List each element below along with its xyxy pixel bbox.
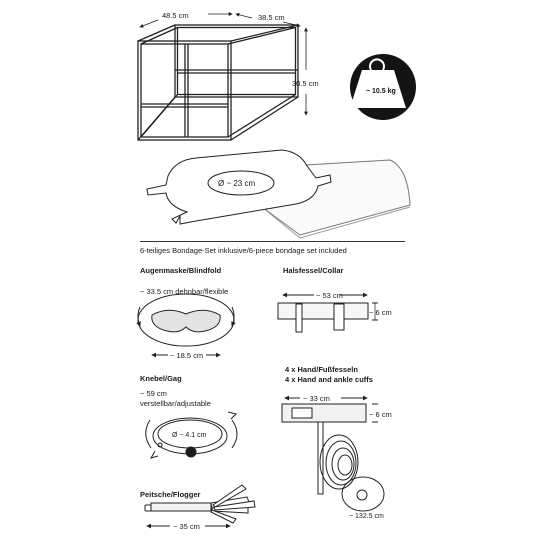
collar-length-label: ~ 53 cm xyxy=(316,291,343,300)
gag-ball-label: Ø ~ 4.1 cm xyxy=(172,432,207,439)
gag-adjust-label: verstellbar/adjustable xyxy=(140,399,211,408)
blindfold-title: Augenmaske/Blindfold xyxy=(140,266,222,275)
weight-icon xyxy=(350,54,416,120)
collar-title: Halsfessel/Collar xyxy=(283,266,344,275)
frame-dimension-lines xyxy=(139,12,308,116)
blindfold-width-label: ~ 18.5 cm xyxy=(170,351,204,360)
section-divider xyxy=(140,241,405,242)
cuffs-title-en: 4 x Hand and ankle cuffs xyxy=(285,375,373,384)
mat-drawing xyxy=(146,149,411,239)
gag-length-label: ~ 59 cm xyxy=(140,389,167,398)
gag-drawing xyxy=(145,411,238,459)
collar-height-label: ~ 6 cm xyxy=(369,308,392,317)
cuffs-height-label: ~ 6 cm xyxy=(369,410,392,419)
frame-depth-label: 38.5 cm xyxy=(258,13,285,22)
cuffs-title-de: 4 x Hand/Fußfesseln xyxy=(285,365,358,374)
frame-height-label: 30.5 cm xyxy=(292,79,319,88)
gag-title: Knebel/Gag xyxy=(140,374,182,383)
frame-width-label: 48.5 cm xyxy=(162,11,189,20)
flogger-length-label: ~ 35 cm xyxy=(173,522,200,531)
cuffs-rope-label: ~ 132.5 cm xyxy=(349,513,384,520)
weight-label: ~ 10.5 kg xyxy=(366,88,396,95)
cuffs-length-label: ~ 33 cm xyxy=(303,394,330,403)
set-title: 6-teiliges Bondage-Set inklusive/6-piece… xyxy=(140,246,347,255)
collar-drawing xyxy=(277,292,378,333)
cuffs-drawing xyxy=(281,395,385,512)
mat-diameter-label: Ø ~ 23 cm xyxy=(218,179,256,188)
flogger-drawing xyxy=(144,484,256,529)
frame-drawing xyxy=(137,24,299,141)
blindfold-drawing xyxy=(136,293,236,358)
flogger-title: Peitsche/Flogger xyxy=(140,490,201,499)
blindfold-stretch-label: ~ 33.5 cm dehnbar/flexible xyxy=(140,287,229,296)
